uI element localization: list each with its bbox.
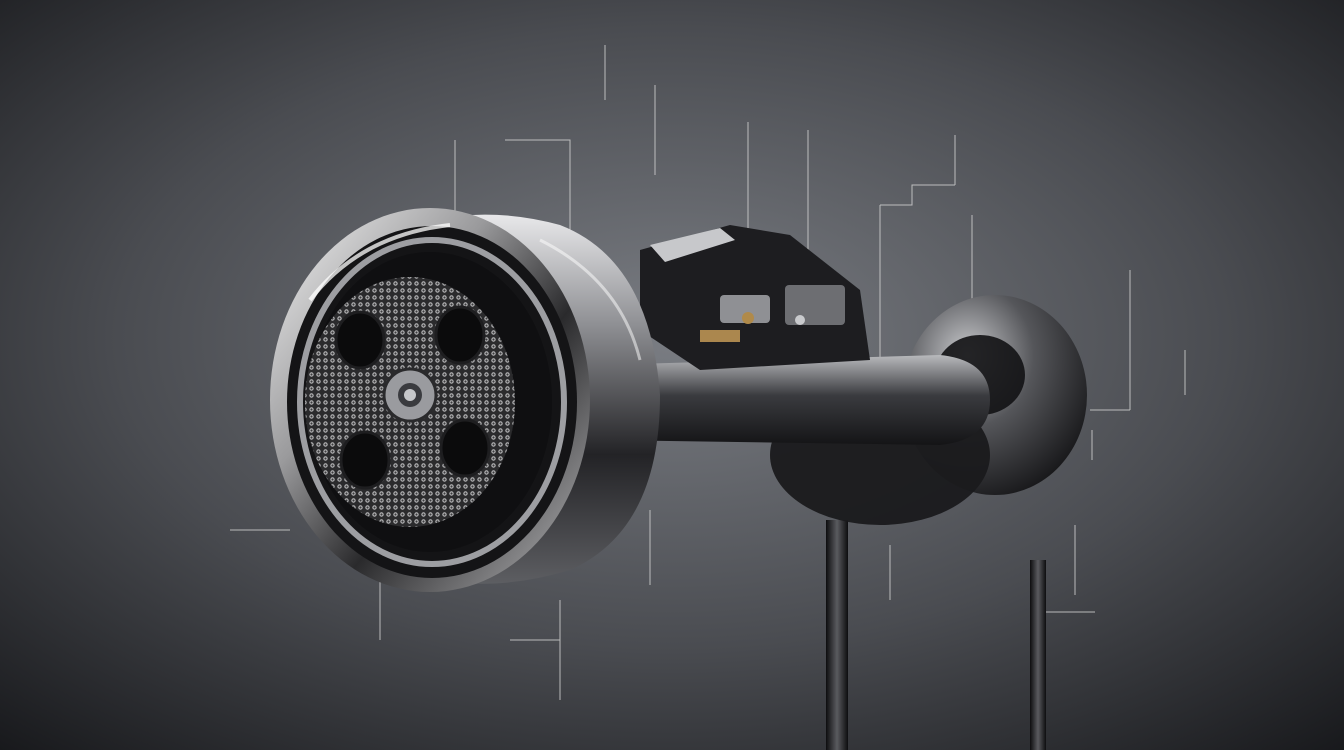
stand-pole-right [1030, 560, 1046, 750]
stand-pole-left [826, 520, 848, 750]
